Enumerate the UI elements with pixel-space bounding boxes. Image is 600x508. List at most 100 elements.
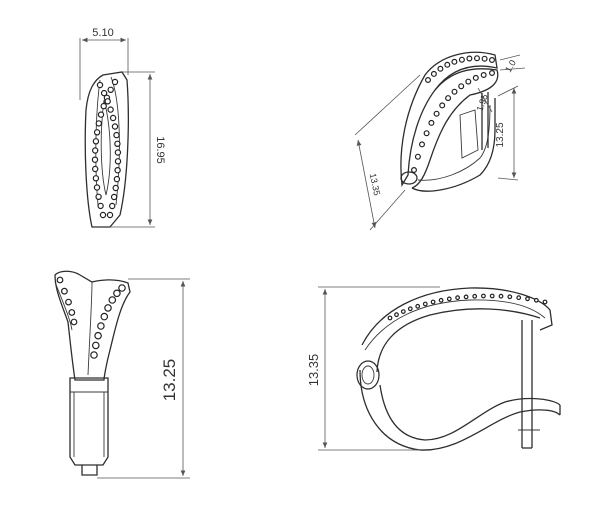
stone-icon	[474, 55, 481, 62]
stone-icon	[107, 86, 114, 94]
stone-icon	[114, 149, 122, 156]
stone-icon	[451, 58, 458, 65]
stone-icon	[93, 184, 101, 191]
stone-icon	[444, 61, 451, 68]
stone-icon	[108, 202, 116, 210]
stone-icon	[92, 341, 100, 350]
stone-icon	[107, 106, 114, 113]
profile-height-label: 13.35	[306, 354, 321, 387]
stone-icon	[93, 129, 101, 136]
stone-icon	[118, 284, 126, 292]
stone-icon	[94, 331, 102, 340]
stone-icon	[97, 322, 105, 330]
stone-icon	[507, 294, 513, 300]
stone-icon	[433, 110, 440, 117]
stone-icon	[419, 141, 426, 148]
stone-icon	[542, 299, 548, 305]
stone-icon	[489, 69, 496, 76]
stone-icon	[437, 65, 444, 72]
stone-icon	[104, 98, 111, 105]
stone-icon	[110, 193, 118, 201]
stone-icon	[438, 297, 444, 303]
stone-icon	[455, 295, 461, 301]
stone-icon	[91, 165, 99, 173]
stone-icon	[114, 166, 121, 174]
stone-icon	[113, 289, 121, 298]
stone-icon	[104, 304, 112, 312]
stone-icon	[96, 81, 104, 89]
stone-icon	[91, 147, 99, 154]
stone-icon	[387, 315, 393, 321]
stone-icon	[428, 119, 435, 126]
stone-icon	[113, 131, 120, 139]
front-width-label: 5.10	[92, 27, 113, 39]
stone-icon	[415, 303, 421, 309]
stone-icon	[394, 312, 399, 318]
stone-icon	[61, 287, 68, 295]
stone-icon	[100, 312, 109, 321]
stone-icon	[422, 301, 428, 307]
stone-icon	[114, 158, 122, 165]
stone-icon	[498, 293, 504, 299]
stone-icon	[108, 296, 117, 304]
stone-icon	[109, 114, 117, 122]
iso-view: 1.0 1.95 13.25 13.35	[354, 51, 526, 231]
stone-icon	[97, 202, 104, 210]
stone-icon	[407, 306, 413, 312]
stone-icon	[56, 276, 64, 284]
stone-icon	[92, 175, 100, 182]
stone-icon	[489, 293, 495, 299]
stone-icon	[97, 111, 105, 118]
stone-icon	[111, 78, 119, 86]
stone-icon	[458, 56, 465, 63]
stone-icon	[95, 120, 103, 127]
stone-icon	[533, 297, 539, 303]
profile-view: 13.35	[306, 286, 561, 451]
stone-icon	[472, 74, 479, 81]
stone-icon	[91, 156, 99, 163]
stone-icon	[99, 211, 107, 219]
front-height-label: 16.95	[154, 136, 166, 164]
stone-icon	[100, 89, 108, 97]
stone-icon	[463, 294, 469, 300]
stone-icon	[516, 295, 522, 301]
stone-icon	[466, 55, 473, 62]
stone-icon	[481, 55, 488, 62]
stone-icon	[423, 130, 430, 137]
stone-icon	[430, 299, 436, 305]
stone-icon	[95, 193, 102, 200]
stone-icon	[113, 175, 121, 183]
stone-icon	[400, 309, 406, 315]
stone-icon	[111, 123, 119, 130]
stone-icon	[465, 78, 472, 85]
stone-icon	[70, 318, 78, 326]
stone-icon	[114, 140, 121, 147]
iso-dim-c: 13.25	[495, 122, 506, 147]
stone-icon	[439, 102, 446, 109]
stone-icon	[106, 211, 114, 219]
stone-icon	[92, 138, 100, 145]
stone-icon	[446, 296, 452, 302]
stone-icon	[489, 56, 496, 63]
stone-icon	[430, 70, 437, 77]
stone-icon	[411, 167, 418, 174]
side-view: 13.25	[54, 270, 190, 479]
stone-icon	[451, 88, 458, 95]
stone-icon	[481, 293, 486, 299]
stone-icon	[100, 102, 107, 110]
stone-icon	[458, 83, 465, 90]
stone-icon	[472, 293, 478, 299]
stone-icon	[68, 309, 76, 316]
stone-icon	[525, 296, 530, 302]
iso-dim-d: 13.35	[368, 172, 382, 196]
side-height-label: 13.25	[160, 359, 179, 402]
stone-icon	[425, 76, 432, 83]
stone-icon	[65, 298, 72, 306]
stone-icon	[480, 71, 487, 78]
stone-icon	[414, 153, 421, 160]
stone-icon	[90, 351, 98, 359]
front-view: 5.10 16.95	[79, 27, 166, 228]
iso-dim-a: 1.0	[503, 58, 518, 74]
stone-icon	[445, 95, 452, 102]
